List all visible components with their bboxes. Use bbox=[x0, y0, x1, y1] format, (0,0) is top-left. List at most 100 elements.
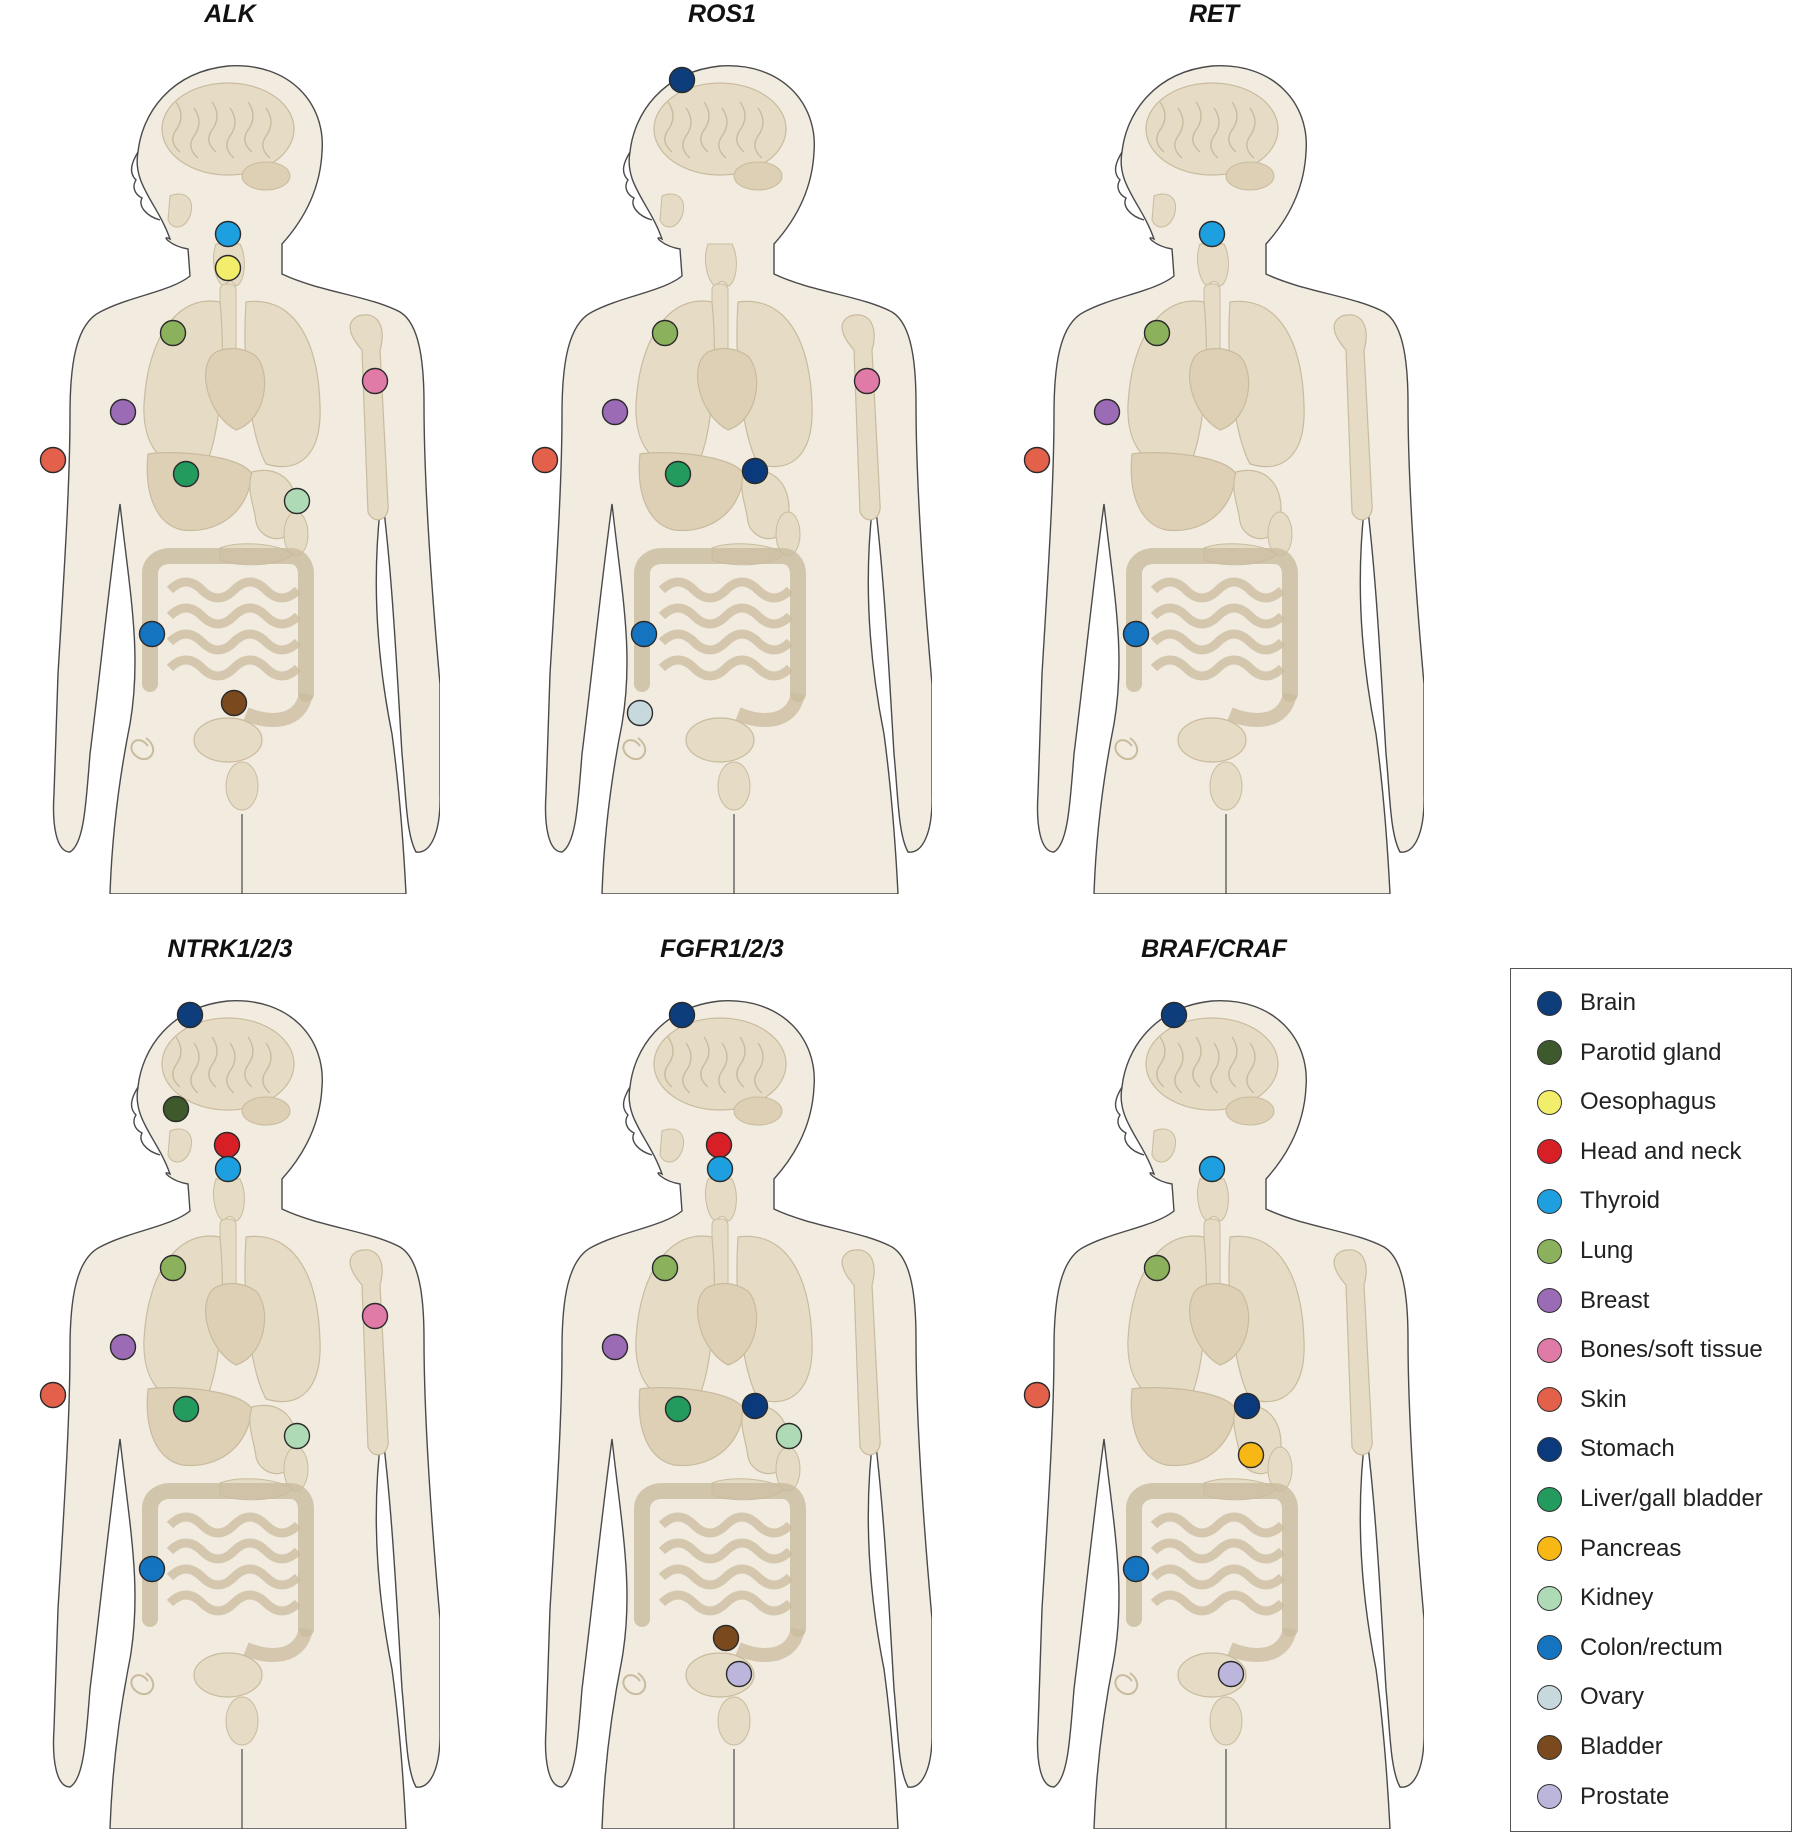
site-marker-oesophagus bbox=[214, 254, 242, 282]
organs bbox=[130, 82, 389, 894]
site-markers bbox=[601, 1001, 803, 1688]
legend-label: Stomach bbox=[1580, 1435, 1675, 1463]
body-diagram bbox=[1023, 65, 1424, 894]
site-marker-colon bbox=[138, 1555, 166, 1583]
site-marker-colon bbox=[1122, 620, 1150, 648]
site-marker-brain bbox=[668, 1001, 696, 1029]
legend-item-bladder: Bladder bbox=[1537, 1727, 1663, 1767]
legend-label: Ovary bbox=[1580, 1683, 1645, 1711]
legend-label: Lung bbox=[1580, 1237, 1634, 1264]
body-diagram bbox=[39, 65, 440, 894]
site-marker-breast bbox=[601, 1333, 629, 1361]
legend-label: Head and neck bbox=[1580, 1137, 1742, 1165]
legend-item-skin: Skin bbox=[1537, 1380, 1627, 1420]
legend-label: Thyroid bbox=[1580, 1187, 1661, 1215]
legend-item-parotid: Parotid gland bbox=[1537, 1033, 1721, 1073]
site-marker-brain bbox=[176, 1001, 204, 1029]
site-marker-colon bbox=[1122, 1555, 1150, 1583]
body-diagram bbox=[544, 1000, 932, 1829]
legend-item-lung: Lung bbox=[1537, 1231, 1633, 1271]
site-marker-liver bbox=[664, 1395, 692, 1423]
site-marker-brain bbox=[1160, 1001, 1188, 1029]
organs bbox=[1114, 1017, 1373, 1829]
legend-swatch bbox=[1537, 1337, 1562, 1363]
legend-item-oesophagus: Oesophagus bbox=[1537, 1082, 1716, 1122]
legend-swatch bbox=[1537, 1238, 1562, 1264]
site-marker-kidney bbox=[775, 1422, 803, 1450]
site-marker-stomach bbox=[1233, 1392, 1261, 1420]
site-marker-skin bbox=[1023, 1381, 1051, 1409]
legend-item-bones: Bones/soft tissue bbox=[1537, 1330, 1763, 1370]
legend-swatch bbox=[1537, 1436, 1562, 1462]
site-marker-skin bbox=[39, 446, 67, 474]
body-panel bbox=[20, 969, 440, 1829]
body-panel bbox=[1004, 969, 1424, 1829]
site-marker-thyroid bbox=[214, 1155, 242, 1183]
site-marker-liver bbox=[664, 460, 692, 488]
legend-swatch bbox=[1537, 1387, 1562, 1413]
body-panel bbox=[512, 969, 932, 1829]
legend-swatch bbox=[1537, 1139, 1562, 1165]
site-marker-prostate bbox=[725, 1660, 753, 1688]
legend-label: Kidney bbox=[1580, 1584, 1654, 1612]
site-marker-lung bbox=[159, 319, 187, 347]
legend-swatch bbox=[1537, 1635, 1562, 1661]
legend-swatch bbox=[1537, 1585, 1562, 1611]
panel-title: FGFR1/2/3 bbox=[660, 935, 784, 963]
site-marker-brain bbox=[668, 66, 696, 94]
site-markers bbox=[39, 220, 389, 717]
legend-label: Brain bbox=[1580, 989, 1637, 1016]
site-marker-kidney bbox=[283, 1422, 311, 1450]
site-marker-colon bbox=[138, 620, 166, 648]
site-marker-pancreas bbox=[1237, 1441, 1265, 1469]
legend-label: Oesophagus bbox=[1580, 1088, 1717, 1116]
body-diagram bbox=[1023, 1000, 1424, 1829]
site-marker-prostate bbox=[1217, 1660, 1245, 1688]
legend-swatch bbox=[1537, 1288, 1562, 1314]
site-marker-lung bbox=[1143, 1254, 1171, 1282]
legend-swatch bbox=[1537, 1784, 1562, 1810]
site-marker-thyroid bbox=[1198, 220, 1226, 248]
legend-item-liver: Liver/gall bladder bbox=[1537, 1479, 1763, 1519]
site-markers bbox=[531, 66, 881, 727]
legend-label: Pancreas bbox=[1580, 1534, 1682, 1562]
site-marker-headneck bbox=[213, 1131, 241, 1159]
site-marker-lung bbox=[651, 1254, 679, 1282]
body-panel bbox=[20, 34, 440, 894]
panel-title: RET bbox=[1189, 0, 1239, 28]
site-marker-skin bbox=[1023, 446, 1051, 474]
legend-item-pancreas: Pancreas bbox=[1537, 1529, 1681, 1569]
site-marker-bones bbox=[361, 367, 389, 395]
site-marker-stomach bbox=[741, 457, 769, 485]
legend-label: Liver/gall bladder bbox=[1580, 1485, 1763, 1512]
site-markers bbox=[1023, 1001, 1265, 1688]
legend-item-stomach: Stomach bbox=[1537, 1429, 1675, 1469]
site-marker-breast bbox=[109, 398, 137, 426]
site-marker-lung bbox=[159, 1254, 187, 1282]
panel-title: ALK bbox=[204, 0, 256, 28]
legend-label: Bones/soft tissue bbox=[1580, 1336, 1763, 1364]
organs bbox=[130, 1017, 389, 1829]
site-marker-kidney bbox=[283, 487, 311, 515]
site-marker-skin bbox=[39, 1381, 67, 1409]
legend-item-breast: Breast bbox=[1537, 1281, 1649, 1321]
legend-swatch bbox=[1537, 1684, 1562, 1710]
legend-item-headneck: Head and neck bbox=[1537, 1132, 1741, 1172]
legend-swatch bbox=[1537, 1536, 1562, 1562]
site-marker-lung bbox=[651, 319, 679, 347]
site-marker-breast bbox=[1093, 398, 1121, 426]
site-marker-lung bbox=[1143, 319, 1171, 347]
site-marker-breast bbox=[109, 1333, 137, 1361]
legend-item-thyroid: Thyroid bbox=[1537, 1181, 1660, 1221]
site-markers bbox=[1023, 220, 1226, 648]
legend-label: Parotid gland bbox=[1580, 1038, 1722, 1066]
site-marker-thyroid bbox=[1198, 1155, 1226, 1183]
legend-item-kidney: Kidney bbox=[1537, 1578, 1653, 1618]
site-marker-liver bbox=[172, 1395, 200, 1423]
site-marker-bladder bbox=[220, 689, 248, 717]
panel-title: BRAF/CRAF bbox=[1141, 935, 1287, 963]
legend-label: Breast bbox=[1580, 1286, 1650, 1314]
site-marker-ovary bbox=[626, 699, 654, 727]
legend-item-brain: Brain bbox=[1537, 983, 1636, 1023]
